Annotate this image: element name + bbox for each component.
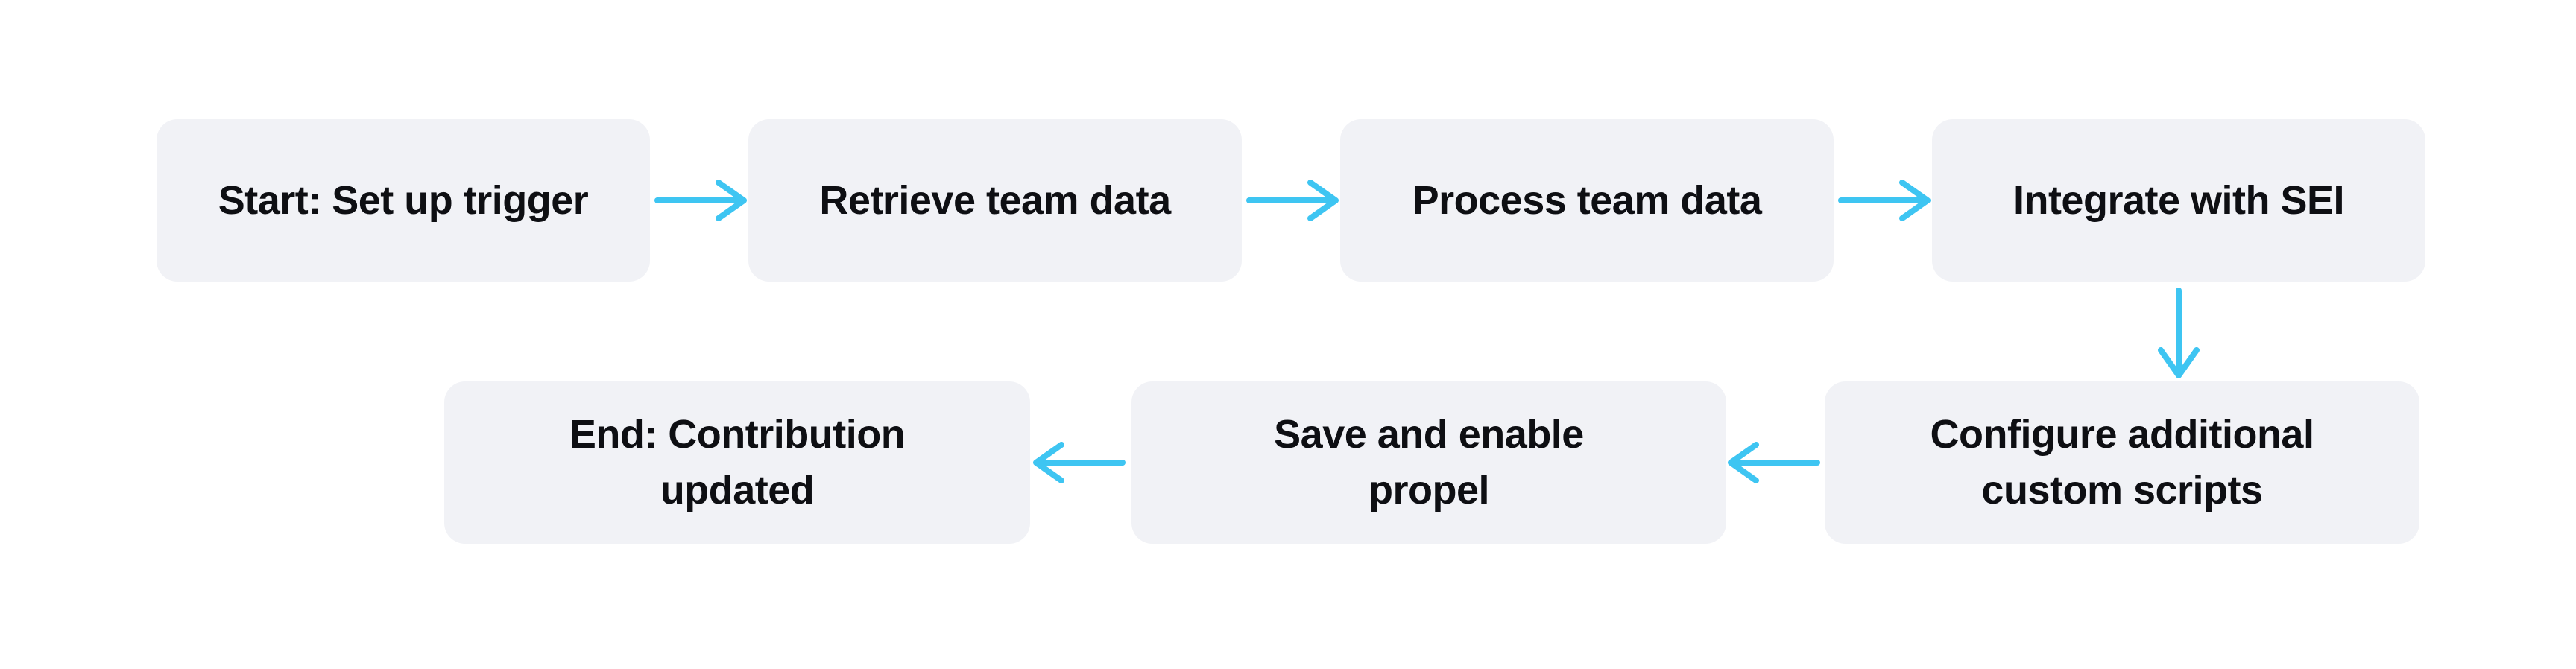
- arrow-process-to-integrate-icon: [1838, 180, 1931, 221]
- flow-node-end-label: End: Contribution updated: [569, 412, 906, 513]
- flow-node-save-and-enable-propel: Save and enable propel: [1131, 381, 1726, 544]
- flow-node-start-label: Start: Set up trigger: [218, 177, 589, 223]
- flow-node-configure-custom-scripts-label: Configure additional custom scripts: [1930, 412, 2314, 513]
- arrow-integrate-to-configure-icon: [2158, 288, 2200, 378]
- arrow-head: [2158, 347, 2200, 378]
- flow-node-integrate-with-sei: Integrate with SEI: [1932, 119, 2425, 282]
- arrow-head: [716, 180, 747, 221]
- arrow-save-to-end-icon: [1033, 442, 1126, 483]
- flow-node-configure-custom-scripts: Configure additional custom scripts: [1825, 381, 2419, 544]
- flow-node-retrieve-team-data: Retrieve team data: [748, 119, 1242, 282]
- arrow-configure-to-save-icon: [1728, 442, 1820, 483]
- arrow-head: [1033, 442, 1064, 483]
- flow-node-end: End: Contribution updated: [444, 381, 1030, 544]
- flow-node-integrate-with-sei-label: Integrate with SEI: [2012, 177, 2345, 223]
- arrow-head: [1899, 180, 1931, 221]
- arrow-head: [1728, 442, 1759, 483]
- arrow-retrieve-to-process-icon: [1246, 180, 1339, 221]
- arrow-head: [1307, 180, 1339, 221]
- flow-node-save-and-enable-propel-label: Save and enable propel: [1274, 412, 1584, 513]
- flow-node-process-team-data-label: Process team data: [1412, 177, 1762, 223]
- arrow-start-to-retrieve-icon: [654, 180, 747, 221]
- flow-node-retrieve-team-data-label: Retrieve team data: [819, 177, 1171, 223]
- flow-node-process-team-data: Process team data: [1340, 119, 1834, 282]
- flow-node-start: Start: Set up trigger: [157, 119, 650, 282]
